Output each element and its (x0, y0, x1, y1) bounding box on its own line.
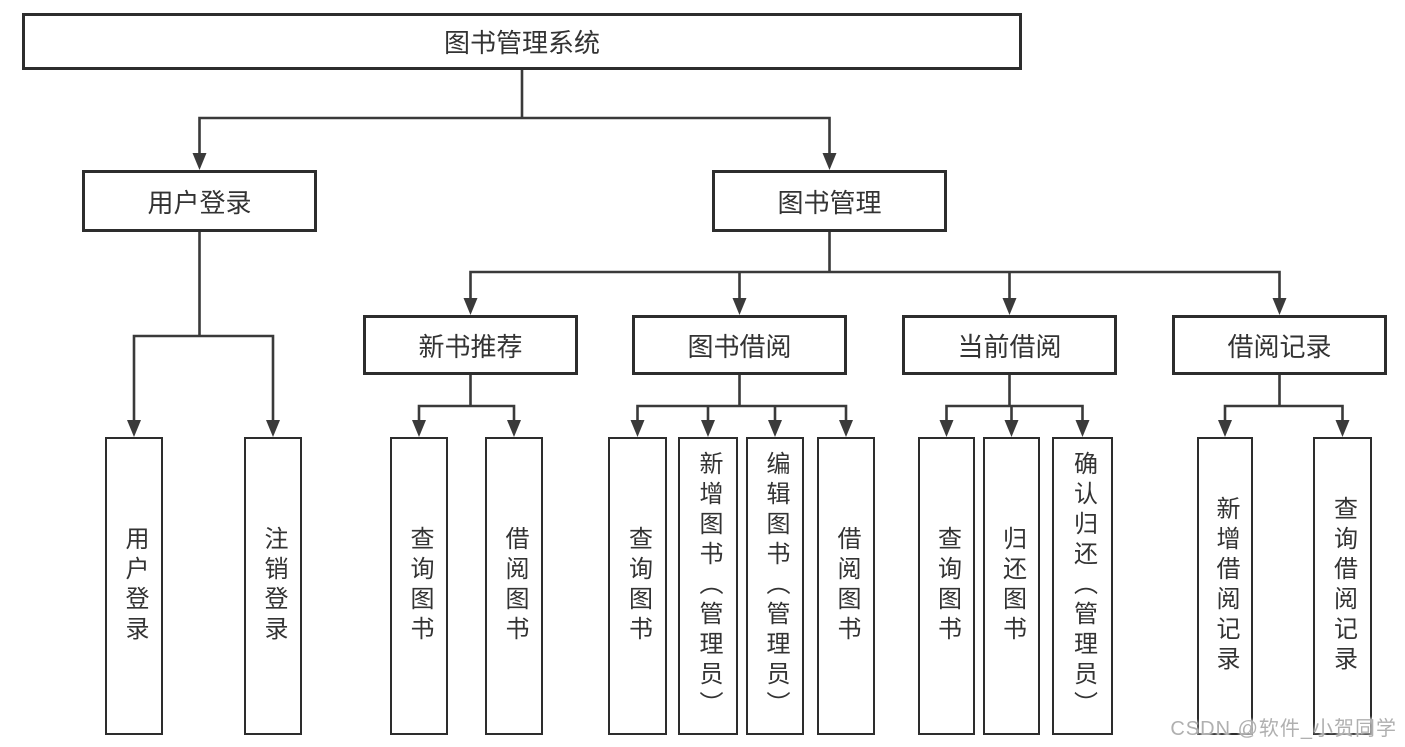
arrowhead-icon (1218, 420, 1232, 437)
leaf-query-books-3: 查询图书 (918, 437, 975, 735)
arrowhead-icon (822, 153, 837, 170)
node-new-book-recommend: 新书推荐 (363, 315, 578, 375)
csdn-watermark: CSDN @软件_小贺同学 (1170, 718, 1397, 740)
node-label: 确认归还（管理员） (1069, 451, 1097, 721)
connector-new-books-branch (417, 373, 516, 424)
arrowhead-icon (701, 420, 715, 437)
leaf-query-books-1: 查询图书 (390, 437, 448, 735)
leaf-borrow-books-2: 借阅图书 (817, 437, 875, 735)
leaf-add-books-admin: 新增图书（管理员） (678, 437, 738, 735)
node-label: 用户登录 (121, 526, 148, 646)
node-label: 查询图书 (624, 526, 652, 646)
node-label: 查询借阅记录 (1329, 496, 1357, 676)
arrowhead-icon (1075, 420, 1090, 437)
leaf-user-login: 用户登录 (105, 437, 163, 735)
connector-root-to-level2 (198, 68, 831, 156)
node-label: 图书管理 (777, 187, 882, 218)
node-label: 图书管理系统 (443, 28, 600, 58)
arrowhead-icon (1002, 298, 1017, 315)
node-label: 新增借阅记录 (1212, 496, 1239, 676)
node-label: 借阅图书 (833, 526, 860, 646)
arrowhead-icon (768, 420, 782, 437)
leaf-confirm-return-admin: 确认归还（管理员） (1052, 437, 1113, 735)
leaf-logout: 注销登录 (244, 437, 302, 735)
arrowhead-icon (192, 153, 207, 170)
arrowhead-icon (463, 298, 478, 315)
connector-paths (132, 68, 1344, 424)
node-book-management: 图书管理 (712, 170, 947, 232)
leaf-query-borrow-record: 查询借阅记录 (1313, 437, 1372, 735)
node-current-borrow: 当前借阅 (902, 315, 1117, 375)
connector-borrow-records-branch (1223, 373, 1344, 424)
connector-user-login-branch (132, 230, 275, 424)
arrowhead-icon (839, 420, 853, 437)
node-book-borrow: 图书借阅 (632, 315, 847, 375)
node-library-management-system: 图书管理系统 (22, 13, 1022, 70)
connector-current-borrow-branch (945, 373, 1084, 424)
node-label: 编辑图书（管理员） (762, 451, 789, 721)
node-label: 新增图书（管理员） (695, 451, 722, 721)
arrowhead-icons (127, 153, 1350, 437)
node-label: 新书推荐 (418, 331, 523, 362)
arrowhead-icon (127, 420, 141, 437)
arrowhead-icon (412, 420, 426, 437)
arrowhead-icon (939, 420, 954, 437)
arrowhead-icon (507, 420, 521, 437)
arrowhead-icon (1272, 298, 1287, 315)
leaf-add-borrow-record: 新增借阅记录 (1197, 437, 1253, 735)
node-label: 借阅记录 (1227, 331, 1332, 362)
node-label: 图书借阅 (687, 331, 792, 362)
connector-book-mgmt-branch (469, 230, 1281, 302)
connector-book-borrow-branch (636, 373, 848, 424)
node-borrow-records: 借阅记录 (1172, 315, 1387, 375)
node-label: 当前借阅 (957, 331, 1062, 362)
arrowhead-icon (266, 420, 280, 437)
node-user-login: 用户登录 (82, 170, 317, 232)
node-label: 用户登录 (147, 187, 252, 218)
node-label: 查询图书 (933, 526, 961, 646)
leaf-query-books-2: 查询图书 (608, 437, 667, 735)
node-label: 借阅图书 (501, 526, 528, 646)
leaf-return-books: 归还图书 (983, 437, 1040, 735)
node-label: 查询图书 (406, 526, 433, 646)
arrowhead-icon (1004, 420, 1019, 437)
arrowhead-icon (630, 420, 645, 437)
node-label: 归还图书 (998, 526, 1026, 646)
leaf-edit-books-admin: 编辑图书（管理员） (746, 437, 804, 735)
arrowhead-icon (1335, 420, 1350, 437)
leaf-borrow-books-1: 借阅图书 (485, 437, 543, 735)
node-label: 注销登录 (260, 526, 287, 646)
arrowhead-icon (732, 298, 747, 315)
